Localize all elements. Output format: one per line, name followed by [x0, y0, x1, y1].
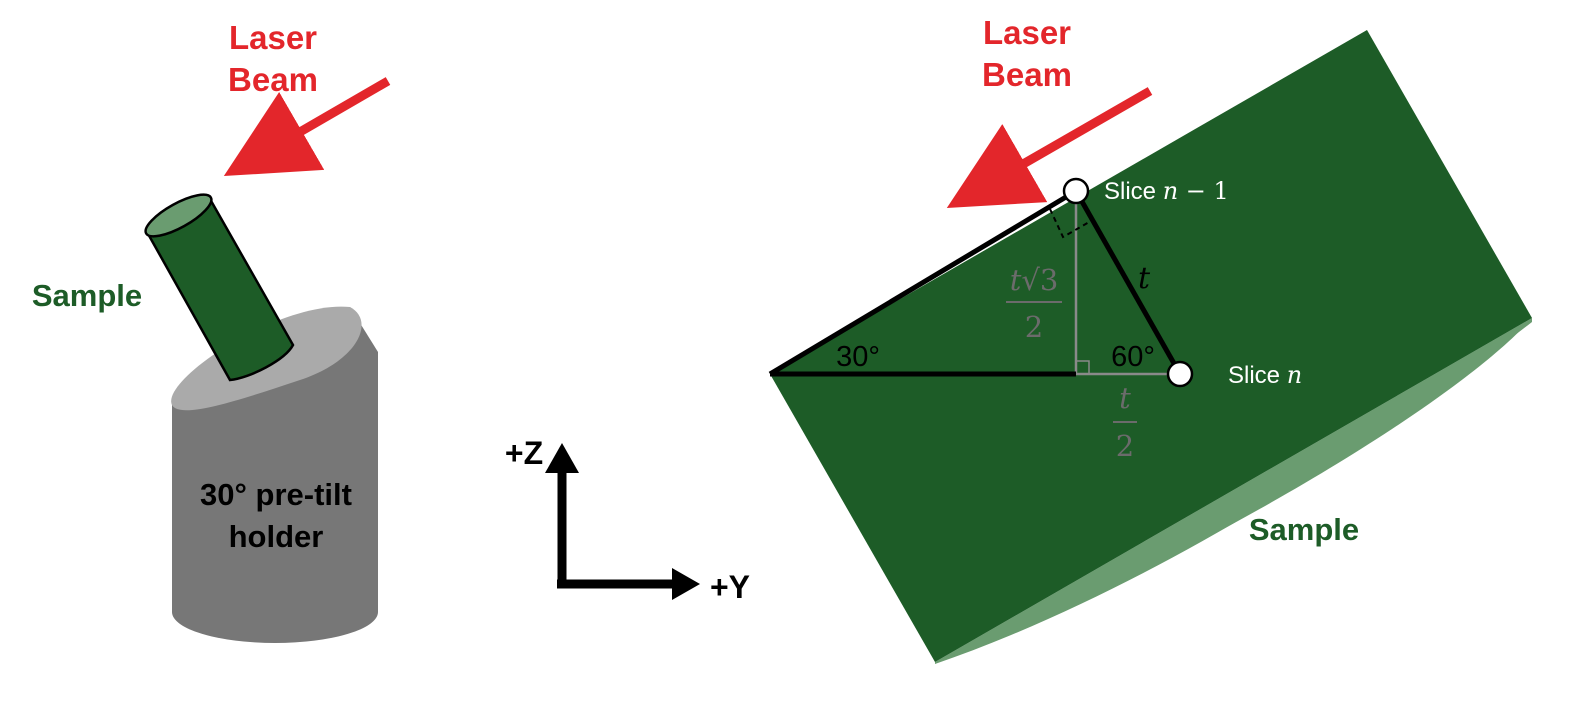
sample-slab [770, 30, 1532, 664]
height-denominator: 2 [1025, 310, 1043, 344]
sample-cylinder [144, 193, 295, 382]
slice-curr-prefix: Slice [1228, 362, 1287, 389]
right-laser-label-line2: Beam [982, 56, 1072, 93]
height-numerator: t√3 [1010, 263, 1059, 297]
geometry-triangle [768, 177, 1194, 388]
right-laser-arrow [946, 87, 1153, 208]
y-axis-label: +Y [710, 569, 750, 605]
slab-front-face [770, 30, 1532, 662]
cylinder-body [145, 197, 295, 382]
z-axis-arrowhead [545, 443, 579, 473]
slice-curr-label: Slice n [1228, 361, 1302, 389]
holder-label-line1: 30° pre-tilt [200, 477, 352, 512]
right-sample-label: Sample [1249, 512, 1359, 547]
angle-30-label: 30° [836, 341, 880, 373]
left-laser-arrow [223, 77, 391, 177]
y-axis-arrowhead [672, 568, 700, 600]
base-denominator: 2 [1116, 429, 1134, 463]
left-laser-label-line1: Laser [229, 19, 317, 56]
side-t-label: t [1138, 261, 1151, 296]
base-numerator: t [1119, 381, 1131, 415]
coordinate-axes: +Z +Y [505, 435, 750, 605]
height-numerator-var: t [1010, 263, 1022, 297]
hypotenuse-line [768, 188, 1078, 377]
right-angle-mark-bottom [1076, 360, 1090, 374]
right-angle-mark-top [1049, 208, 1092, 239]
base-fraction: t 2 [1113, 381, 1137, 463]
slice-prev-var: n [1163, 177, 1178, 205]
slice-curr-point [1166, 360, 1194, 388]
slice-curr-var: n [1287, 361, 1302, 389]
height-fraction: t√3 2 [1006, 263, 1062, 344]
slice-prev-prefix: Slice [1104, 178, 1163, 205]
angle-60-label: 60° [1111, 341, 1155, 373]
left-laser-label-line2: Beam [228, 61, 318, 98]
cylinder-top-face [144, 193, 213, 238]
right-laser-label-line1: Laser [983, 14, 1071, 51]
left-sample-label: Sample [32, 278, 142, 313]
side-t-line [1073, 189, 1183, 376]
slice-prev-suffix: − 1 [1178, 177, 1229, 205]
slice-prev-point [1062, 177, 1090, 205]
slice-prev-label: Slice n − 1 [1104, 177, 1229, 205]
z-axis-label: +Z [505, 435, 543, 471]
holder-label-line2: holder [229, 519, 324, 554]
height-numerator-radical: √3 [1021, 263, 1058, 297]
